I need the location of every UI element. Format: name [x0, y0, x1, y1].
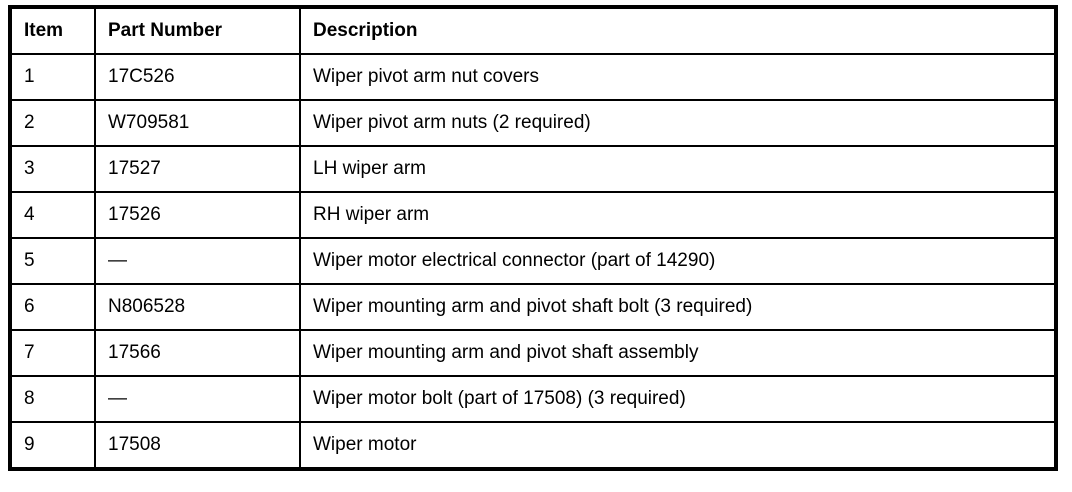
table-row: 5—Wiper motor electrical connector (part… — [9, 237, 1057, 285]
part_number-cell: 17527 — [94, 145, 301, 193]
description-cell: RH wiper arm — [299, 191, 1057, 239]
column-header-description: Description — [299, 6, 1057, 55]
item-cell: 2 — [9, 99, 96, 147]
part_number-cell: — — [94, 237, 301, 285]
part_number-cell: 17526 — [94, 191, 301, 239]
part_number-cell: 17508 — [94, 421, 301, 470]
description-cell: Wiper motor bolt (part of 17508) (3 requ… — [299, 375, 1057, 423]
description-cell: Wiper motor — [299, 421, 1057, 470]
item-cell: 8 — [9, 375, 96, 423]
description-cell: LH wiper arm — [299, 145, 1057, 193]
description-cell: Wiper mounting arm and pivot shaft assem… — [299, 329, 1057, 377]
part_number-cell: 17566 — [94, 329, 301, 377]
description-cell: Wiper pivot arm nuts (2 required) — [299, 99, 1057, 147]
column-header-part-number: Part Number — [94, 6, 301, 55]
part_number-cell: N806528 — [94, 283, 301, 331]
item-cell: 1 — [9, 53, 96, 101]
part_number-cell: W709581 — [94, 99, 301, 147]
item-cell: 9 — [9, 421, 96, 470]
part_number-cell: — — [94, 375, 301, 423]
parts-table-header: Item Part Number Description — [9, 6, 1057, 55]
description-cell: Wiper mounting arm and pivot shaft bolt … — [299, 283, 1057, 331]
item-cell: 7 — [9, 329, 96, 377]
item-cell: 5 — [9, 237, 96, 285]
header-row: Item Part Number Description — [9, 6, 1057, 55]
item-cell: 4 — [9, 191, 96, 239]
table-row: 8—Wiper motor bolt (part of 17508) (3 re… — [9, 375, 1057, 423]
description-cell: Wiper pivot arm nut covers — [299, 53, 1057, 101]
description-cell: Wiper motor electrical connector (part o… — [299, 237, 1057, 285]
item-cell: 6 — [9, 283, 96, 331]
part_number-cell: 17C526 — [94, 53, 301, 101]
column-header-item: Item — [9, 6, 96, 55]
item-cell: 3 — [9, 145, 96, 193]
